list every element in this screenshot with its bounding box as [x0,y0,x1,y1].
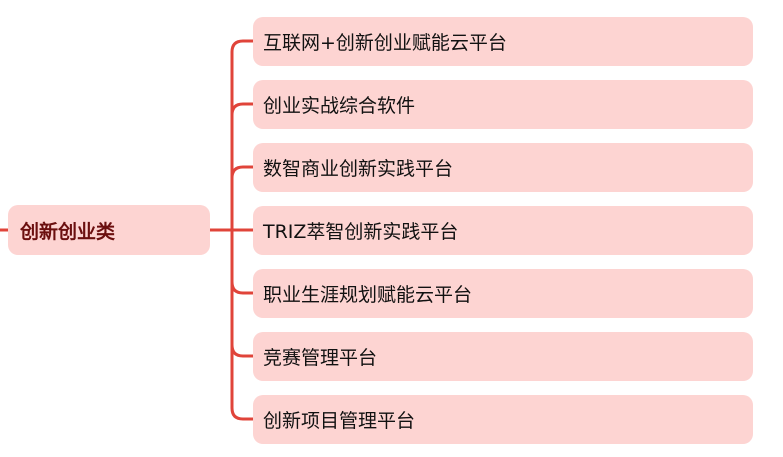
child-node-label: 数智商业创新实践平台 [263,158,454,180]
child-node-triz-platform[interactable]: TRIZ萃智创新实践平台 [253,206,753,255]
connector-to-node-5 [230,228,255,295]
child-node-label: 竞赛管理平台 [263,347,378,369]
connector-to-node-2 [230,102,255,232]
child-node-project-management[interactable]: 创新项目管理平台 [253,395,753,444]
child-node-label: 职业生涯规划赋能云平台 [263,284,473,306]
connector-to-node-7 [230,228,255,421]
root-node-label: 创新创业类 [20,220,116,243]
child-node-label: 创业实战综合软件 [263,95,416,117]
child-node-entrepreneurship-software[interactable]: 创业实战综合软件 [253,80,753,129]
child-node-career-planning-platform[interactable]: 职业生涯规划赋能云平台 [253,269,753,318]
child-node-label: TRIZ萃智创新实践平台 [263,221,459,243]
child-node-label: 创新项目管理平台 [263,410,416,432]
connector-to-node-1 [230,39,255,232]
root-node[interactable]: 创新创业类 [8,205,210,255]
child-node-internet-plus-platform[interactable]: 互联网+创新创业赋能云平台 [253,17,753,66]
child-node-competition-management[interactable]: 竞赛管理平台 [253,332,753,381]
child-node-label: 互联网+创新创业赋能云平台 [263,32,507,54]
connector-to-node-3 [230,165,255,232]
child-node-digital-business-platform[interactable]: 数智商业创新实践平台 [253,143,753,192]
